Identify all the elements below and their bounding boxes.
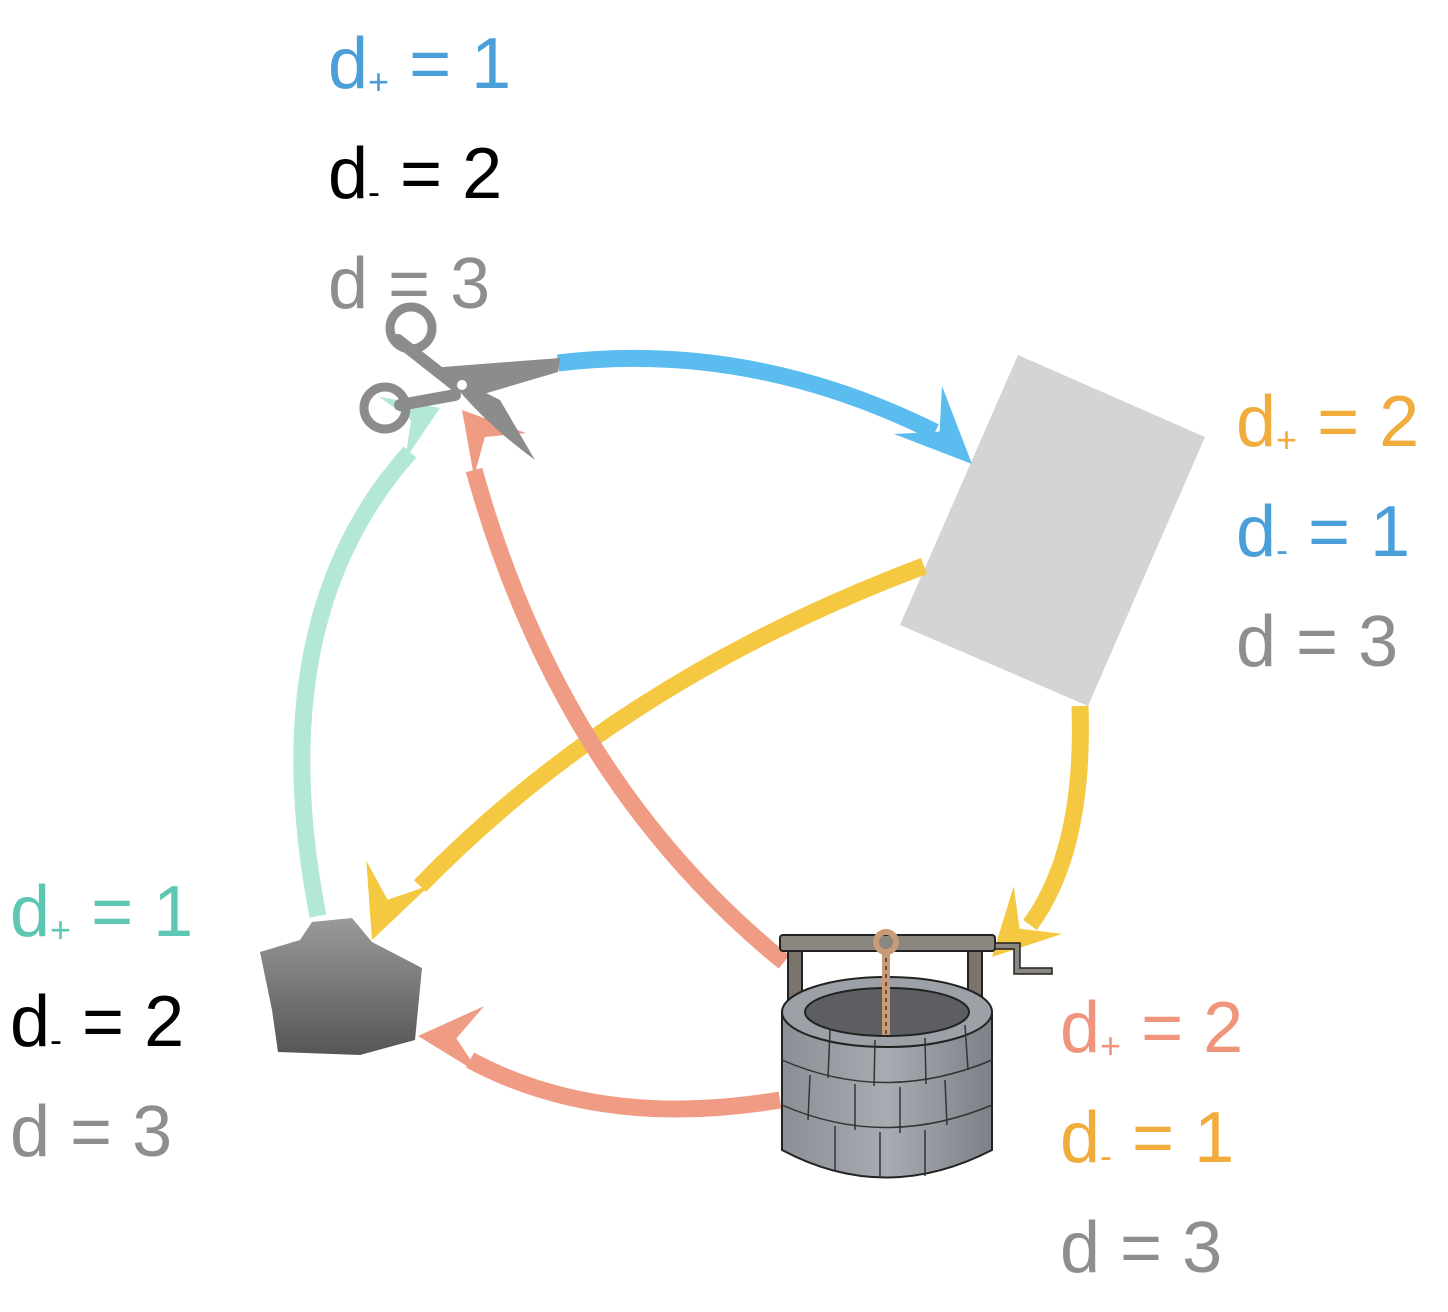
- edge-paper-to-rock: [366, 558, 927, 940]
- arrowhead-icon: [418, 1006, 485, 1074]
- arrowhead-icon: [366, 860, 430, 940]
- arrowhead-icon: [462, 410, 526, 477]
- paper-out-degree: d+ = 2: [1236, 382, 1420, 462]
- rock-in-degree: d- = 2: [10, 982, 185, 1062]
- well-degree-labels: d+ = 2 d- = 1 d = 3: [1060, 982, 1243, 1312]
- scissors-out-degree: d+ = 1: [328, 24, 512, 104]
- edge-shaft: [413, 558, 927, 892]
- edge-paper-to-well: [992, 705, 1089, 957]
- paper-icon: [900, 355, 1205, 706]
- scissors-degree: d = 3: [328, 244, 491, 324]
- well-out-degree: d+ = 2: [1060, 988, 1244, 1068]
- edge-shaft: [465, 1052, 782, 1118]
- scissors-in-degree: d- = 2: [328, 134, 503, 214]
- scissors-icon: [359, 302, 560, 460]
- edge-shaft: [556, 349, 939, 440]
- edge-shaft: [465, 467, 790, 969]
- edge-well-to-scissors: [462, 410, 790, 969]
- edge-shaft: [293, 446, 417, 918]
- arrowhead-icon: [378, 396, 440, 460]
- rock-degree: d = 3: [10, 1092, 173, 1172]
- diagram-canvas: [260, 302, 1205, 1179]
- edges-layer: [293, 349, 1089, 1118]
- paper-degree-labels: d+ = 2 d- = 1 d = 3: [1236, 376, 1419, 706]
- edge-rock-to-scissors: [293, 396, 440, 918]
- scissors-degree-labels: d+ = 1 d- = 2 d = 3: [328, 18, 511, 348]
- edge-shaft: [1023, 705, 1089, 931]
- rock-icon: [260, 918, 422, 1055]
- arrowhead-icon: [894, 386, 972, 464]
- rock-out-degree: d+ = 1: [10, 872, 194, 952]
- degree-diagram: d+ = 1 d- = 2 d = 3 d+ = 2 d- = 1 d = 3 …: [10, 18, 1419, 1288]
- edge-well-to-rock: [418, 1006, 782, 1118]
- arrowhead-icon: [992, 886, 1063, 957]
- well-icon: [779, 929, 1053, 1179]
- well-degree: d = 3: [1060, 1208, 1223, 1288]
- paper-degree: d = 3: [1236, 602, 1399, 682]
- paper-in-degree: d- = 1: [1236, 492, 1411, 572]
- rock-degree-labels: d+ = 1 d- = 2 d = 3: [10, 866, 193, 1196]
- well-in-degree: d- = 1: [1060, 1098, 1235, 1178]
- edge-scissors-to-paper: [556, 349, 972, 464]
